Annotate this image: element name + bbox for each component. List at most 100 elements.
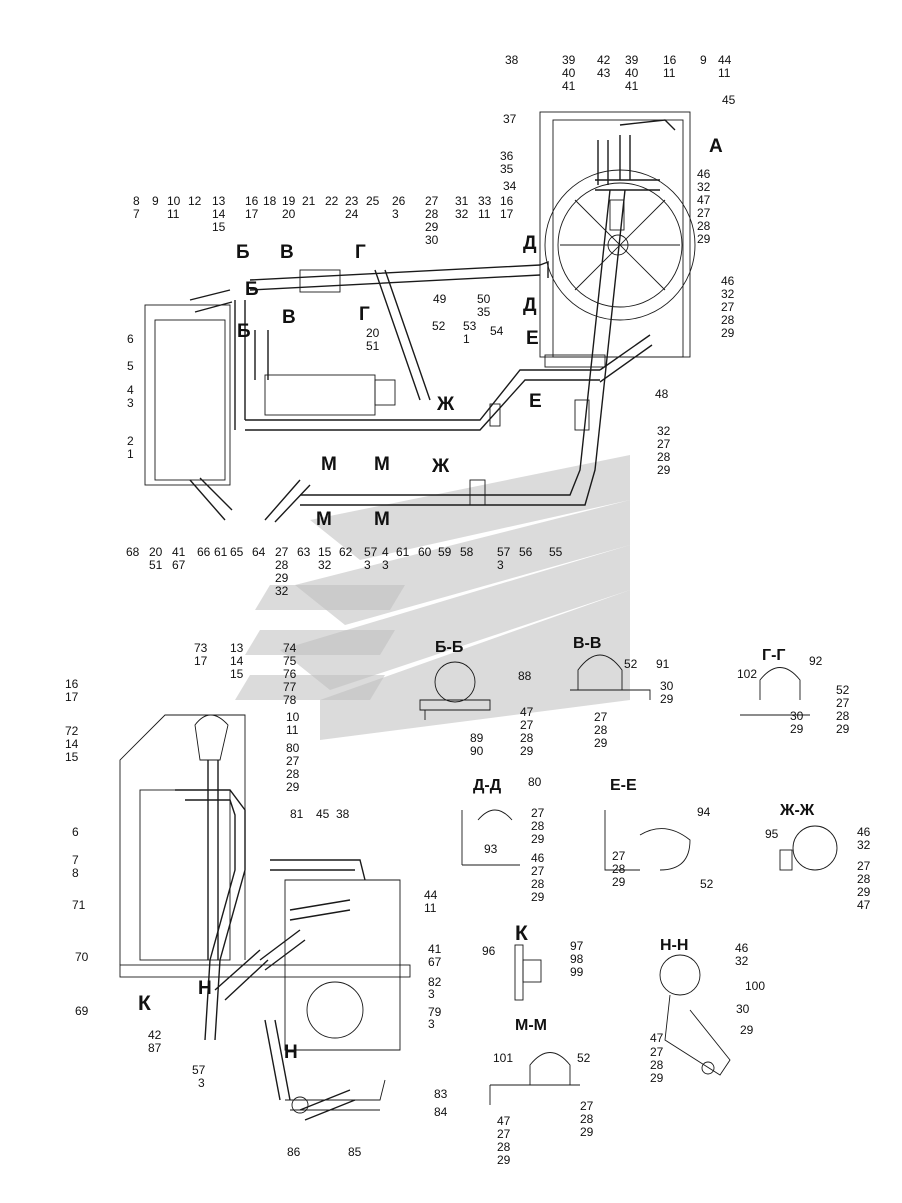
part-number-label: 32 (721, 287, 735, 301)
part-number-label: 83 (434, 1087, 448, 1101)
part-number-label: 54 (490, 324, 504, 338)
detail-title: Е-Е (610, 777, 637, 794)
part-number-label: 16 (663, 53, 677, 67)
part-number-label: 32 (275, 584, 289, 598)
part-number-label: 28 (520, 731, 534, 745)
part-number-label: 35 (477, 305, 491, 319)
part-number-label: 74 (283, 641, 297, 655)
part-number-label: 27 (697, 206, 711, 220)
part-number-label: 28 (531, 877, 545, 891)
part-number-label: 47 (650, 1031, 664, 1045)
part-number-label: 41 (562, 79, 576, 93)
part-number-label: 47 (697, 193, 711, 207)
part-number-label: 29 (657, 463, 671, 477)
part-number-label: 11 (167, 207, 180, 221)
part-number-label: 60 (418, 545, 432, 559)
part-number-label: 46 (735, 941, 749, 955)
section-marker: Н (198, 978, 212, 999)
section-marker: Е (526, 328, 539, 349)
part-number-label: 38 (505, 53, 519, 67)
part-number-label: 52 (624, 657, 638, 671)
part-number-label: 6 (72, 825, 79, 839)
part-number-label: 57 (497, 545, 511, 559)
part-number-label: 73 (194, 641, 208, 655)
part-number-label: 28 (286, 767, 300, 781)
section-marker: Г (355, 242, 366, 263)
section-marker: В (280, 242, 294, 263)
part-number-label: 3 (382, 558, 389, 572)
part-number-label: 44 (424, 888, 438, 902)
part-number-label: 27 (594, 710, 608, 724)
part-number-label: 57 (192, 1063, 206, 1077)
part-number-label: 102 (737, 667, 757, 681)
part-number-label: 52 (836, 683, 850, 697)
part-number-label: 42 (597, 53, 611, 67)
part-number-label: 27 (531, 806, 545, 820)
part-number-label: 28 (425, 207, 439, 221)
part-number-label: 52 (432, 319, 446, 333)
part-number-label: 51 (366, 339, 380, 353)
part-number-label: 28 (580, 1112, 594, 1126)
part-number-label: 29 (660, 692, 674, 706)
section-marker: Д (523, 295, 537, 316)
part-number-label: 49 (433, 292, 447, 306)
part-number-label: 27 (425, 194, 439, 208)
part-number-label: 41 (428, 942, 442, 956)
section-marker: Б (236, 242, 250, 263)
detail-title: Н-Н (660, 937, 688, 954)
part-number-label: 26 (392, 194, 406, 208)
part-number-label: 3 (428, 1017, 435, 1031)
part-number-label: 99 (570, 965, 584, 979)
part-number-label: 27 (612, 849, 626, 863)
part-number-label: 71 (72, 898, 86, 912)
part-number-label: 27 (286, 754, 300, 768)
part-number-label: 32 (857, 838, 871, 852)
part-number-label: 9 (700, 53, 707, 67)
section-marker: М (321, 454, 337, 475)
part-number-label: 46 (531, 851, 545, 865)
part-number-label: 28 (497, 1140, 511, 1154)
part-number-label: 40 (562, 66, 576, 80)
part-number-label: 28 (594, 723, 608, 737)
section-marker: М (374, 454, 390, 475)
part-number-label: 7 (133, 207, 140, 221)
part-number-label: 32 (697, 180, 711, 194)
part-number-label: 28 (612, 862, 626, 876)
watermark-logo (235, 455, 630, 740)
part-number-label: 41 (172, 545, 186, 559)
part-number-label: 79 (428, 1005, 442, 1019)
part-number-label: 20 (282, 207, 296, 221)
part-number-label: 62 (339, 545, 353, 559)
part-number-label: 11 (424, 901, 437, 915)
part-number-label: 88 (518, 669, 532, 683)
part-number-label: 15 (318, 545, 332, 559)
part-number-label: 27 (650, 1045, 664, 1059)
part-number-label: 28 (836, 709, 850, 723)
section-marker: М (374, 509, 390, 530)
detail-geometry (419, 654, 838, 1105)
part-number-label: 7 (72, 853, 79, 867)
part-number-label: 37 (503, 112, 517, 126)
section-marker: Б (245, 279, 259, 300)
part-number-label: 29 (594, 736, 608, 750)
part-number-label: 28 (275, 558, 289, 572)
part-number-label: 41 (625, 79, 639, 93)
part-number-label: 80 (528, 775, 542, 789)
part-number-label: 3 (127, 396, 134, 410)
part-number-label: 29 (531, 890, 545, 904)
part-number-label: 29 (275, 571, 289, 585)
part-number-label: 27 (497, 1127, 511, 1141)
part-number-label: 75 (283, 654, 297, 668)
lower-view-geometry (119, 714, 411, 1121)
part-number-label: 14 (212, 207, 226, 221)
part-number-label: 33 (478, 194, 492, 208)
part-number-label: 85 (348, 1145, 362, 1159)
part-number-label: 61 (396, 545, 410, 559)
part-number-label: 64 (252, 545, 266, 559)
part-number-label: 76 (283, 667, 297, 681)
part-number-label: 29 (425, 220, 439, 234)
part-number-label: 3 (364, 558, 371, 572)
detail-title: Д-Д (473, 777, 502, 794)
part-number-label: 72 (65, 724, 79, 738)
